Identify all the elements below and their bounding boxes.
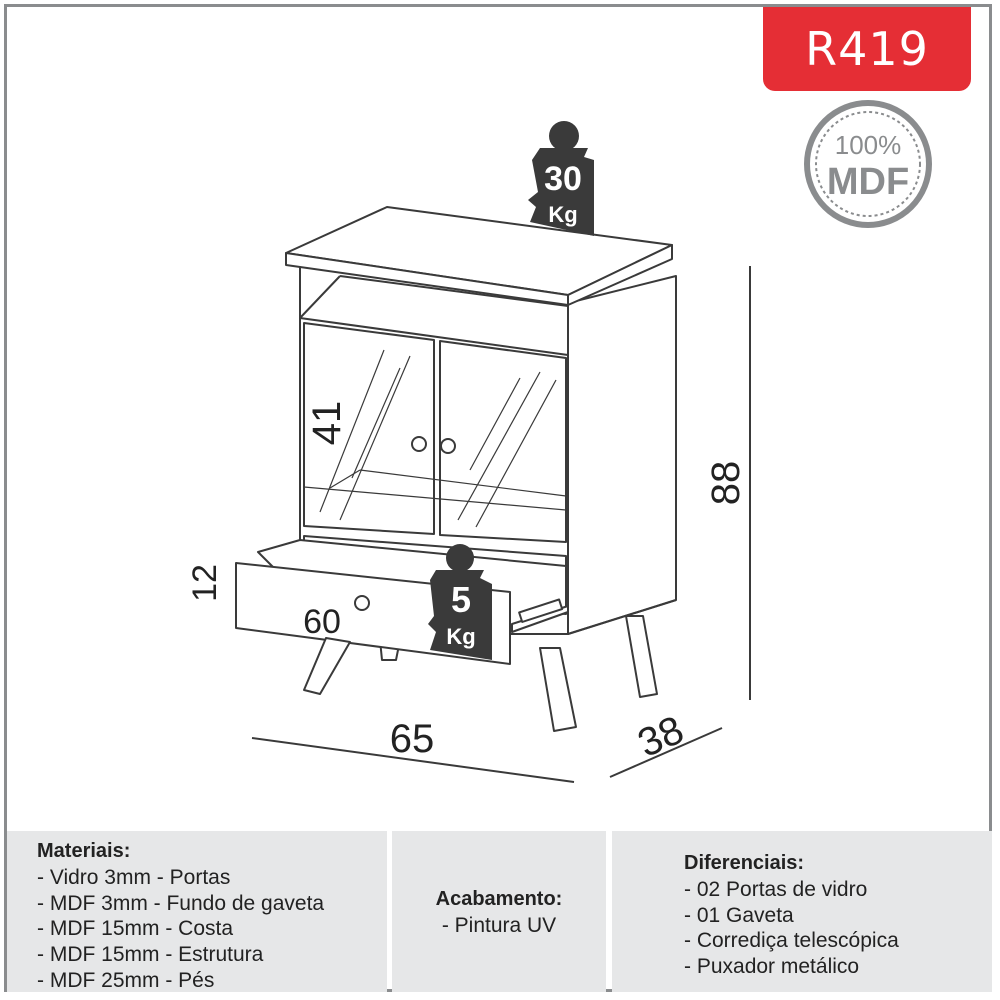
door-knob-right [440,438,456,454]
weight-30kg-icon: 30 Kg [528,121,594,236]
list-item: - Puxador metálico [684,955,860,979]
features-panel: Diferenciais: - 02 Portas de vidro - 01 … [612,831,992,992]
mdf-seal-icon: 100% MDF [804,100,932,228]
furniture-technical-drawing: 100% MDF [186,100,932,783]
depth-dimension: 38 [632,708,691,766]
weight-5kg-icon: 5 Kg [428,544,492,660]
seal-percent: 100% [835,130,902,160]
features-title: Diferenciais: [684,852,805,874]
list-item: - Vidro 3mm - Portas [37,865,231,889]
weight-drawer-unit: Kg [446,624,475,649]
door-height-dimension: 41 [305,401,349,446]
weight-top-value: 30 [544,160,582,198]
materials-panel: Materiais: - Vidro 3mm - Portas - MDF 3m… [7,831,387,992]
finish-list: - Pintura UV [392,913,606,939]
seal-material: MDF [827,161,909,203]
drawer-height-dimension: 12 [186,564,224,602]
list-item: - 02 Portas de vidro [684,877,868,901]
cabinet-top [285,206,673,306]
finish-title: Acabamento: [435,888,563,910]
finish-panel: Acabamento: - Pintura UV [392,831,606,992]
list-item: - MDF 15mm - Costa [37,917,234,941]
height-dimension: 88 [704,461,748,506]
dimension-lines [251,266,751,783]
glass-reflections [303,349,567,528]
list-item: - MDF 3mm - Fundo de gaveta [37,891,325,915]
cabinet-side-panel [567,275,677,635]
glass-door-right [439,340,567,543]
weight-drawer-value: 5 [451,579,471,620]
door-knob-left [411,436,427,452]
drawer-knob [354,595,370,611]
width-dimension: 65 [390,717,435,761]
list-item: - Pintura UV [441,913,557,937]
features-list: - 02 Portas de vidro - 01 Gaveta - Corre… [684,877,992,980]
materials-title: Materiais: [37,840,131,862]
list-item: - 01 Gaveta [684,903,794,927]
list-item: - MDF 25mm - Pés [37,968,215,992]
product-code-badge: R419 [763,7,971,91]
front-legs [303,637,577,732]
list-item: - MDF 15mm - Estrutura [37,943,264,967]
telescopic-slide [511,598,569,633]
weight-top-unit: Kg [548,202,577,227]
drawer-width-dimension: 60 [303,603,341,641]
materials-list: - Vidro 3mm - Portas - MDF 3mm - Fundo d… [37,865,387,994]
list-item: - Corrediça telescópica [684,929,899,953]
